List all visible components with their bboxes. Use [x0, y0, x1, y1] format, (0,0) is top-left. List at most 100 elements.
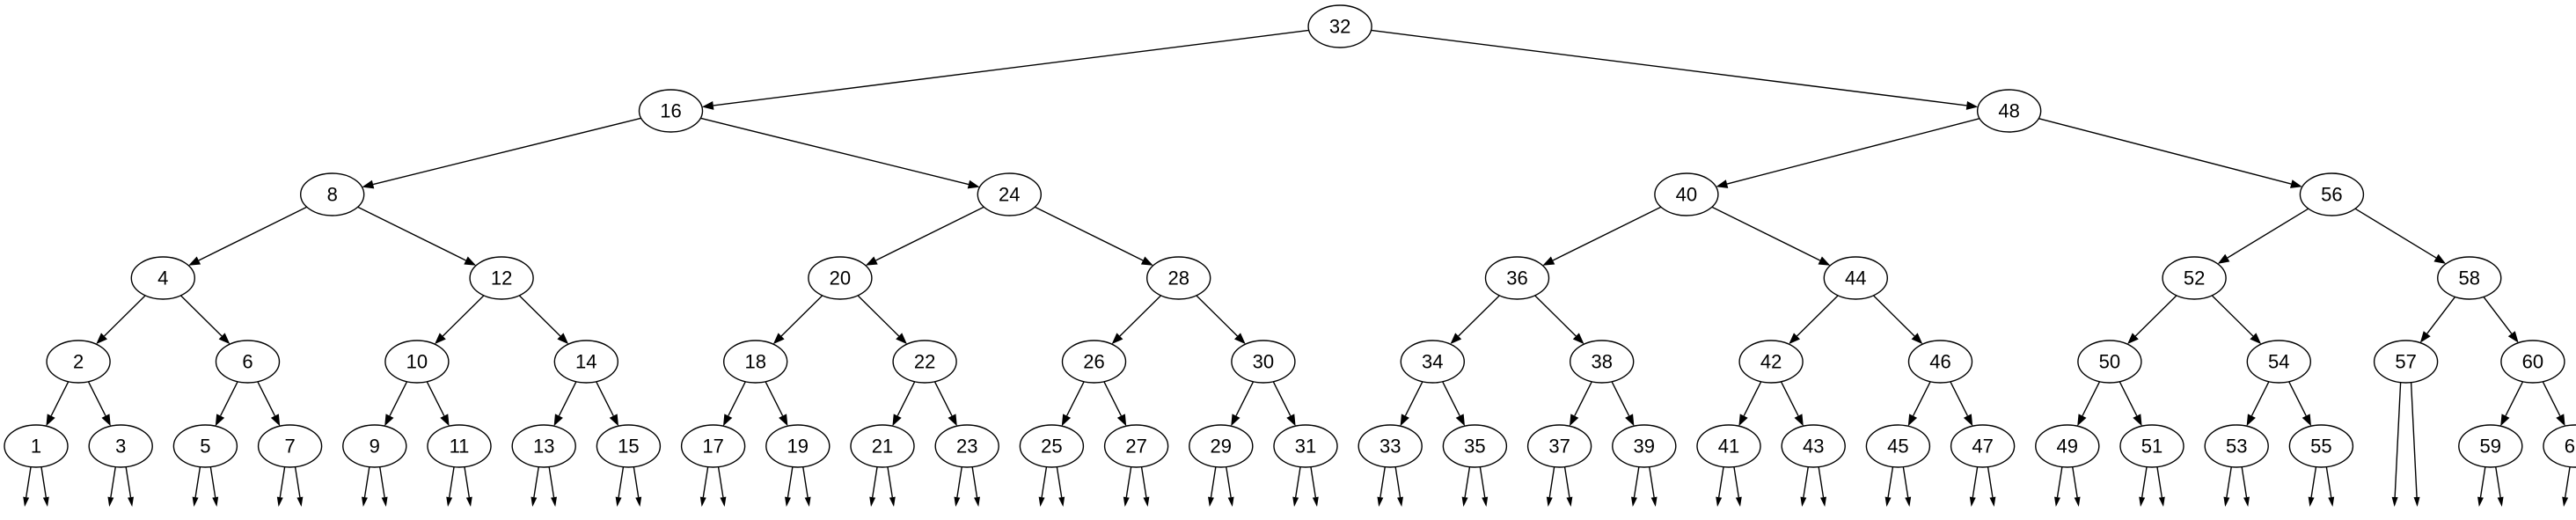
null-left-of-3-line: [110, 466, 116, 498]
null-left-of-7-line: [279, 466, 286, 498]
null-left-of-23-arrowhead: [954, 496, 961, 507]
tree-node: 12: [469, 256, 534, 300]
null-left-of-41-arrowhead: [1716, 496, 1723, 507]
edge-36-to-34: [1450, 295, 1500, 345]
edge-46-to-45-arrowhead: [1907, 414, 1918, 427]
tree-node: 61: [2543, 424, 2576, 468]
edge-34-to-35-line: [1442, 381, 1460, 416]
node-label: 34: [1422, 351, 1443, 373]
edge-50-to-49-arrowhead: [2077, 414, 2087, 427]
node-label: 43: [1803, 436, 1824, 458]
null-left-of-57: [2391, 382, 2402, 507]
null-left-of-21: [869, 466, 878, 507]
null-left-of-15: [615, 466, 625, 507]
edge-2-to-3-line: [87, 381, 106, 416]
null-left-of-45: [1884, 466, 1894, 507]
edge-2-to-1-arrowhead: [46, 414, 55, 427]
node-label: 61: [2565, 436, 2576, 458]
edge-44-to-46: [1872, 295, 1923, 345]
null-right-of-21-arrowhead: [889, 496, 896, 507]
edge-58-to-57-arrowhead: [2419, 331, 2431, 343]
edge-40-to-44-line: [1711, 206, 1821, 261]
node-label: 35: [1464, 436, 1485, 458]
null-right-of-11-arrowhead: [465, 496, 472, 507]
tree-node: 49: [2035, 424, 2100, 468]
edge-60-to-61-arrowhead: [2556, 414, 2565, 427]
null-left-of-13-line: [533, 466, 539, 498]
node-label: 50: [2099, 351, 2120, 373]
node-ellipse: [2458, 424, 2523, 468]
node-label: 44: [1845, 267, 1866, 289]
edge-44-to-42-line: [1797, 295, 1839, 337]
edge-30-to-31-line: [1272, 381, 1292, 416]
null-right-of-41: [1733, 466, 1742, 507]
null-right-of-13: [548, 466, 557, 507]
null-left-of-7-arrowhead: [276, 496, 283, 507]
node-label: 18: [744, 351, 765, 373]
edge-60-to-59-arrowhead: [2500, 414, 2510, 427]
node-ellipse: [1781, 424, 1846, 468]
edge-14-to-13-line: [558, 381, 577, 416]
null-right-of-39-line: [1649, 466, 1655, 498]
tree-node: 31: [1273, 424, 1338, 468]
edge-16-to-8-arrowhead: [362, 179, 375, 189]
tree-node: 14: [553, 340, 618, 384]
tree-node: 27: [1103, 424, 1169, 468]
edge-36-to-38-line: [1534, 295, 1577, 337]
null-left-of-9-arrowhead: [362, 496, 368, 507]
null-left-of-1-arrowhead: [23, 496, 30, 507]
null-right-of-5: [209, 466, 219, 507]
edge-20-to-18-line: [780, 295, 823, 337]
node-ellipse: [1189, 424, 1254, 468]
node-ellipse: [892, 340, 957, 384]
node-ellipse: [1442, 424, 1508, 468]
node-label: 36: [1506, 267, 1527, 289]
edge-16-to-24-line: [700, 117, 970, 186]
null-left-of-11: [446, 466, 455, 507]
edge-40-to-44-arrowhead: [1818, 256, 1831, 266]
edge-42-to-41: [1738, 381, 1762, 427]
edge-58-to-60: [2483, 296, 2519, 343]
null-right-of-37: [1563, 466, 1573, 507]
node-label: 23: [956, 436, 977, 458]
node-label: 7: [284, 436, 295, 458]
node-ellipse: [1526, 424, 1592, 468]
edge-22-to-21: [892, 381, 916, 427]
null-left-of-57-arrowhead: [2391, 496, 2398, 507]
edge-56-to-52: [2217, 208, 2309, 264]
edge-56-to-58-arrowhead: [2433, 253, 2447, 264]
node-ellipse: [1019, 424, 1085, 468]
edge-22-to-23: [933, 381, 957, 427]
null-left-of-39-arrowhead: [1631, 496, 1637, 507]
edge-6-to-7: [257, 381, 281, 427]
edge-12-to-10-arrowhead: [435, 333, 446, 345]
edge-32-to-16: [701, 29, 1309, 110]
edge-14-to-15-arrowhead: [609, 414, 618, 427]
null-left-of-43-line: [1803, 466, 1809, 498]
null-left-of-17: [699, 466, 709, 507]
node-label: 9: [370, 436, 380, 458]
edge-38-to-39-line: [1611, 381, 1630, 416]
node-ellipse: [723, 340, 788, 384]
node-ellipse: [1307, 4, 1372, 48]
null-left-of-53: [2223, 466, 2232, 507]
node-label: 51: [2141, 436, 2163, 458]
null-left-of-19-arrowhead: [785, 496, 791, 507]
null-left-of-29-line: [1210, 466, 1217, 498]
node-ellipse: [596, 424, 662, 468]
edge-28-to-26-line: [1119, 295, 1162, 337]
tree-node: 50: [2077, 340, 2142, 384]
tree-node: 21: [850, 424, 915, 468]
edge-30-to-31: [1272, 381, 1296, 427]
node-ellipse: [2500, 340, 2565, 384]
tree-node: 35: [1442, 424, 1508, 468]
null-right-of-57: [2410, 382, 2420, 507]
edge-34-to-33-line: [1404, 381, 1423, 416]
null-right-of-49-line: [2072, 466, 2078, 498]
edge-24-to-28-line: [1034, 206, 1144, 261]
node-ellipse: [1823, 256, 1889, 300]
null-left-of-49-line: [2056, 466, 2063, 498]
edge-10-to-11-line: [426, 381, 445, 416]
null-right-of-59-line: [2495, 466, 2501, 498]
null-right-of-45: [1902, 466, 1912, 507]
